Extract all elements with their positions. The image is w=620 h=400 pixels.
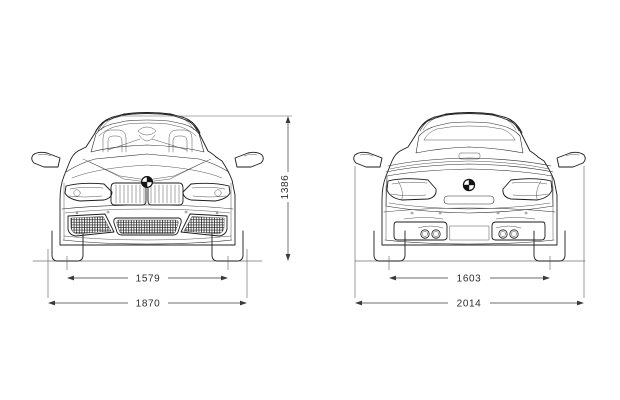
dimension-value-rear-track: 1603	[457, 274, 482, 285]
front-lower-body	[59, 182, 236, 241]
rear-taillights	[386, 178, 553, 201]
arrow-head-right	[543, 275, 550, 281]
front-wheels	[51, 230, 244, 262]
dimension-rear-track: 1603	[388, 256, 551, 285]
third-brake-light	[458, 152, 481, 160]
arrow-head-left	[67, 275, 74, 281]
arrow-head-right	[577, 300, 584, 306]
bmw-roundel-badge-front	[141, 176, 153, 188]
arrow-head-left	[48, 300, 55, 306]
dimension-rear-width-mirrors: 2014	[354, 166, 585, 310]
rear-side-mirrors	[353, 151, 586, 168]
front-elevation-view	[31, 112, 264, 262]
rear-lower-body	[381, 185, 558, 241]
grille-slats	[115, 184, 180, 204]
bmw-roundel-badge-rear	[462, 178, 476, 192]
dimension-value-front-width: 1870	[136, 299, 161, 310]
rear-bumper	[383, 207, 556, 245]
front-side-mirrors	[31, 151, 264, 168]
dimension-front-height: 1386	[122, 115, 295, 261]
arrow-head-left	[389, 275, 396, 281]
dimension-value-front-track: 1579	[136, 274, 161, 285]
licence-plate-recess	[443, 195, 495, 205]
boot-lid-spoiler	[385, 157, 554, 173]
rear-window	[415, 121, 524, 154]
windshield-wipers	[107, 138, 188, 151]
dimension-value-front-height: 1386	[280, 175, 291, 200]
arrow-head-down	[285, 254, 291, 261]
arrow-head-up	[285, 116, 291, 123]
rear-cabin-roof	[416, 112, 523, 134]
rear-elevation-view	[353, 112, 586, 262]
rear-diffuser	[393, 217, 546, 241]
interior-mirror	[137, 126, 157, 142]
front-air-intakes	[64, 208, 231, 237]
arrow-head-right	[221, 275, 228, 281]
front-bumper	[61, 204, 234, 245]
front-windshield	[90, 119, 205, 153]
arrow-head-right	[240, 300, 247, 306]
dimension-value-rear-width-mirrors: 2014	[457, 299, 482, 310]
front-seats	[102, 129, 193, 153]
dimension-front-width: 1870	[47, 249, 248, 310]
quad-exhaust-tips	[417, 225, 522, 239]
arrow-head-left	[355, 300, 362, 306]
front-headlights	[64, 182, 231, 202]
dimension-front-track: 1579	[66, 256, 229, 285]
rear-wheels	[373, 230, 566, 262]
front-cabin-roof	[94, 112, 201, 134]
